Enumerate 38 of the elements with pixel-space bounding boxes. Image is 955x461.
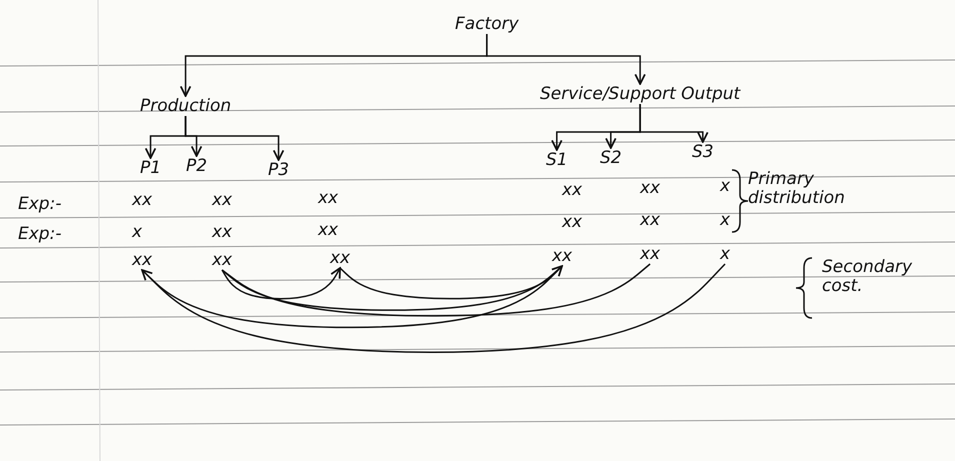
item-label: S2: [600, 148, 622, 168]
amount-text: x: [132, 222, 142, 242]
amount-text: xx: [132, 250, 152, 270]
arrow: [639, 104, 708, 143]
arrow: [221, 267, 341, 300]
item-label: P1: [140, 158, 162, 178]
amount-text: xx: [640, 210, 660, 230]
amount-text: xx: [212, 190, 232, 210]
arrow: [142, 265, 563, 328]
arrow: [486, 34, 646, 85]
row-label: Exp:-: [18, 224, 62, 244]
item-label: P3: [268, 160, 290, 180]
amount-text: xx: [640, 178, 660, 198]
amount-text: xx: [212, 222, 232, 242]
arrow: [184, 116, 284, 161]
amount-text: x: [720, 210, 730, 230]
item-label: P2: [186, 156, 208, 176]
curved-line: [222, 263, 651, 317]
amount-text: xx: [640, 244, 660, 264]
amount-text: x: [720, 176, 730, 196]
arrow: [141, 263, 726, 354]
amount-text: xx: [562, 180, 582, 200]
amount-text: xx: [552, 246, 572, 266]
row-label: Exp:-: [18, 194, 62, 214]
amount-text: xx: [132, 190, 152, 210]
amount-text: xx: [562, 212, 582, 232]
note-text: Secondary cost.: [822, 258, 914, 296]
note-text: Primary distribution: [748, 170, 843, 208]
heading-text: Factory: [455, 14, 519, 34]
item-label: S3: [692, 142, 714, 162]
item-label: S1: [546, 150, 568, 170]
heading-text: Service/Support Output: [540, 84, 740, 104]
amount-text: xx: [212, 250, 232, 270]
amount-text: xx: [330, 248, 350, 268]
amount-text: xx: [318, 220, 338, 240]
amount-text: xx: [318, 188, 338, 208]
heading-text: Production: [140, 96, 232, 116]
amount-text: x: [720, 244, 730, 264]
